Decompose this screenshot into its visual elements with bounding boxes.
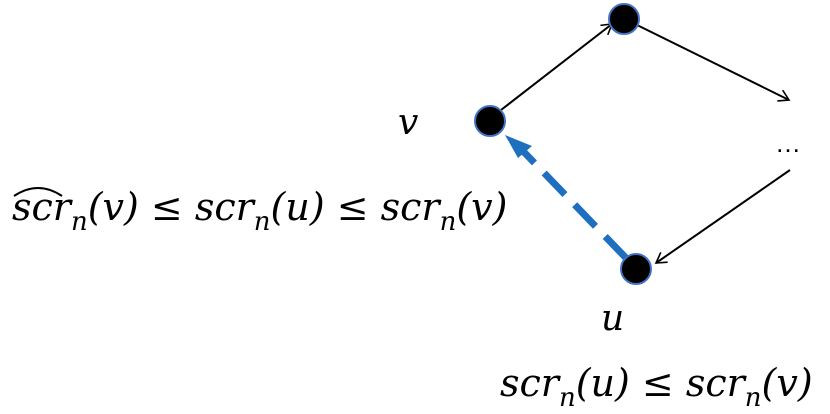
dashed-edge-arrowhead [505,135,532,158]
dashed-edge-u-to-v [519,147,629,261]
left-cond-part1: (v) ≤ scr [88,185,257,229]
label-v: v [398,102,418,143]
bottom-cond-part2: (u) ≤ scr [576,361,748,405]
ellipsis-label: … [775,128,801,158]
hat-accent [13,187,63,197]
left-cond-sub-1: n [71,207,88,237]
svg-text:scrn(v) ≤ scrn(u) ≤ scrn(v): scrn(v) ≤ scrn(u) ≤ scrn(v) [12,185,507,237]
label-u: u [601,298,624,339]
svg-text:scrn(u) ≤ scrn(v): scrn(u) ≤ scrn(v) [500,361,813,413]
bottom-cond-part3: (v) [762,361,813,405]
bottom-condition: scrn(u) ≤ scrn(v) [500,361,813,413]
edge-ellipsis-to-u [654,169,791,264]
node-u [620,253,652,285]
node-v [474,105,506,137]
edge-top-to-ellipsis [636,24,791,102]
left-cond-part2: (u) ≤ scr [271,185,443,229]
bottom-cond-sub-1: n [559,383,576,413]
left-condition: scrn(v) ≤ scrn(u) ≤ scrn(v) [12,185,507,237]
edge-v-to-top [500,23,614,111]
left-cond-sub-3: n [440,207,457,237]
left-cond-hat-group: scr [12,185,74,229]
bottom-cond-part1: scr [500,361,562,405]
bottom-cond-sub-2: n [745,383,762,413]
left-cond-sub-2: n [254,207,271,237]
node-top [608,3,640,35]
left-cond-part3: (v) [456,185,507,229]
